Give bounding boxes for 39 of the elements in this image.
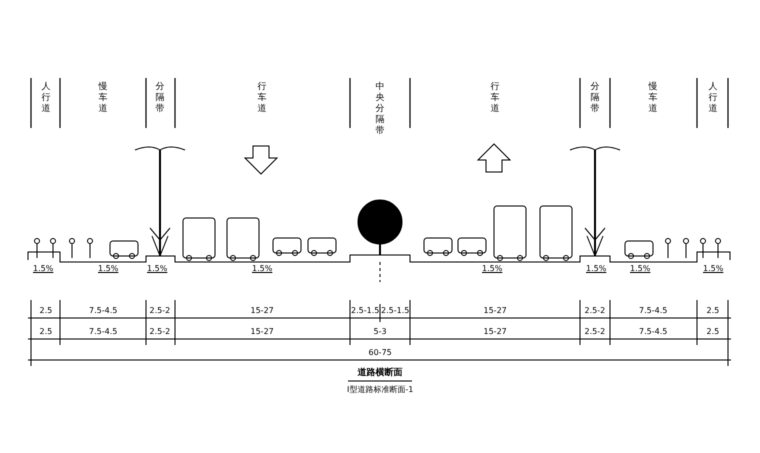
drawing-subtitle: I型道路标准断面-1 bbox=[347, 386, 414, 394]
dimension-label: 2.5-1.5 bbox=[351, 307, 380, 315]
dimension-label: 5-3 bbox=[374, 328, 387, 336]
lane-label: 中央分隔带 bbox=[376, 82, 384, 137]
dimension-label: 7.5-4.5 bbox=[89, 328, 118, 336]
lane-label: 人行道 bbox=[708, 82, 718, 115]
slope-label: 1.5% bbox=[482, 265, 502, 273]
dimension-label: 2.5-2 bbox=[584, 307, 606, 315]
slope-label: 1.5% bbox=[630, 265, 650, 273]
slope-label: 1.5% bbox=[33, 265, 54, 273]
slope-label: 1.5% bbox=[703, 265, 724, 273]
lane-label: 行车道 bbox=[490, 82, 500, 115]
dimension-label: 2.5 bbox=[706, 307, 720, 315]
lane-label: 慢车道 bbox=[648, 82, 658, 115]
dimension-label: 2.5 bbox=[706, 328, 720, 336]
lane-label: 分隔带 bbox=[156, 82, 164, 115]
lane-label: 行车道 bbox=[258, 82, 266, 115]
dimension-label: 7.5-4.5 bbox=[639, 307, 668, 315]
dimension-label: 2.5 bbox=[40, 328, 52, 336]
dimension-label: 15-27 bbox=[484, 328, 507, 336]
lane-label: 人行道 bbox=[42, 82, 50, 115]
lane-label: 慢车道 bbox=[98, 82, 108, 115]
slope-label: 1.5% bbox=[147, 265, 168, 273]
drawing-title: 道路横断面 bbox=[358, 369, 402, 378]
dimension-label: 7.5-4.5 bbox=[89, 307, 118, 315]
dimension-label: 15-27 bbox=[250, 328, 274, 336]
slope-label: 1.5% bbox=[252, 265, 272, 273]
dimension-label: 2.5-2 bbox=[150, 328, 170, 336]
dimension-label: 2.5-1.5 bbox=[381, 307, 410, 315]
dimension-label: 60-75 bbox=[368, 349, 392, 357]
dimension-label: 2.5-2 bbox=[584, 328, 606, 336]
slope-label: 1.5% bbox=[98, 265, 118, 273]
dimension-label: 15-27 bbox=[484, 307, 507, 315]
dimension-label: 15-27 bbox=[250, 307, 274, 315]
lane-label: 分隔带 bbox=[590, 82, 600, 115]
dimension-label: 7.5-4.5 bbox=[639, 328, 668, 336]
dimension-label: 2.5-2 bbox=[150, 307, 170, 315]
dimension-label: 2.5 bbox=[40, 307, 52, 315]
slope-label: 1.5% bbox=[586, 265, 606, 273]
